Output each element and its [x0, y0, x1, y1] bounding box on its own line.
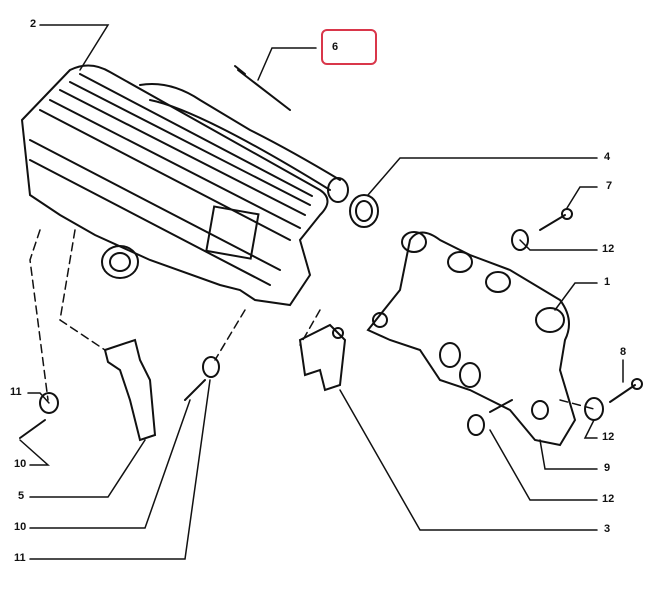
- leader-lines: [19, 24, 624, 560]
- label-8: 8: [620, 346, 627, 358]
- bolt-7: [539, 208, 573, 231]
- label-6: 6: [332, 41, 339, 53]
- label-7: 7: [606, 180, 613, 192]
- assembly-lines: [29, 229, 595, 410]
- label-10a: 10: [14, 458, 27, 470]
- washer-12b: [584, 397, 604, 421]
- label-4: 4: [604, 151, 611, 163]
- stud-bolt: [234, 65, 291, 111]
- label-12c: 12: [602, 493, 615, 505]
- washer-11: [19, 392, 59, 439]
- bolt-8: [609, 378, 643, 403]
- bracket-5: [103, 338, 157, 442]
- intake-plenum: [20, 64, 349, 307]
- washer-10: [184, 356, 220, 401]
- label-3: 3: [604, 523, 611, 535]
- label-9: 9: [604, 462, 611, 474]
- highlight-box-part-6: [321, 29, 377, 65]
- bracket-3: [298, 323, 347, 392]
- label-11a: 11: [10, 386, 22, 398]
- gasket-ring: [349, 194, 379, 228]
- intake-manifold: [366, 231, 577, 447]
- label-11b: 11: [14, 552, 26, 564]
- label-5: 5: [18, 490, 25, 502]
- label-12a: 12: [602, 243, 615, 255]
- label-1: 1: [604, 276, 611, 288]
- label-2: 2: [30, 18, 37, 30]
- label-12b: 12: [602, 431, 615, 443]
- label-10b: 10: [14, 521, 27, 533]
- washer-12a: [511, 229, 529, 251]
- washer-12c: [467, 399, 513, 436]
